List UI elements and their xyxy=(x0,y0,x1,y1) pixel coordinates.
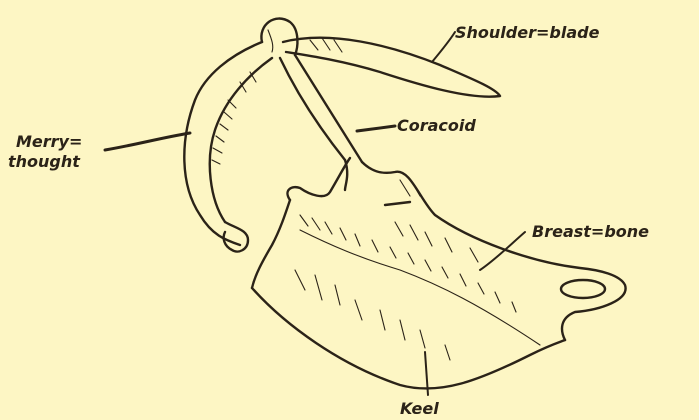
merry-thought-bone xyxy=(184,42,272,252)
label-merry-thought-line2: thought xyxy=(8,152,81,171)
breast-bone-leader xyxy=(480,232,525,270)
label-shoulder-blade: Shoulder=blade xyxy=(455,23,600,42)
coracoid-leader xyxy=(357,126,395,131)
breast-bone xyxy=(252,158,626,389)
label-coracoid: Coracoid xyxy=(397,116,476,135)
shoulder-blade-leader xyxy=(432,32,455,62)
label-keel: Keel xyxy=(400,399,439,418)
label-breast-bone: Breast=bone xyxy=(532,222,649,241)
merry-thought-leader xyxy=(105,133,190,150)
label-merry-thought-line1: Merry= xyxy=(16,132,82,151)
